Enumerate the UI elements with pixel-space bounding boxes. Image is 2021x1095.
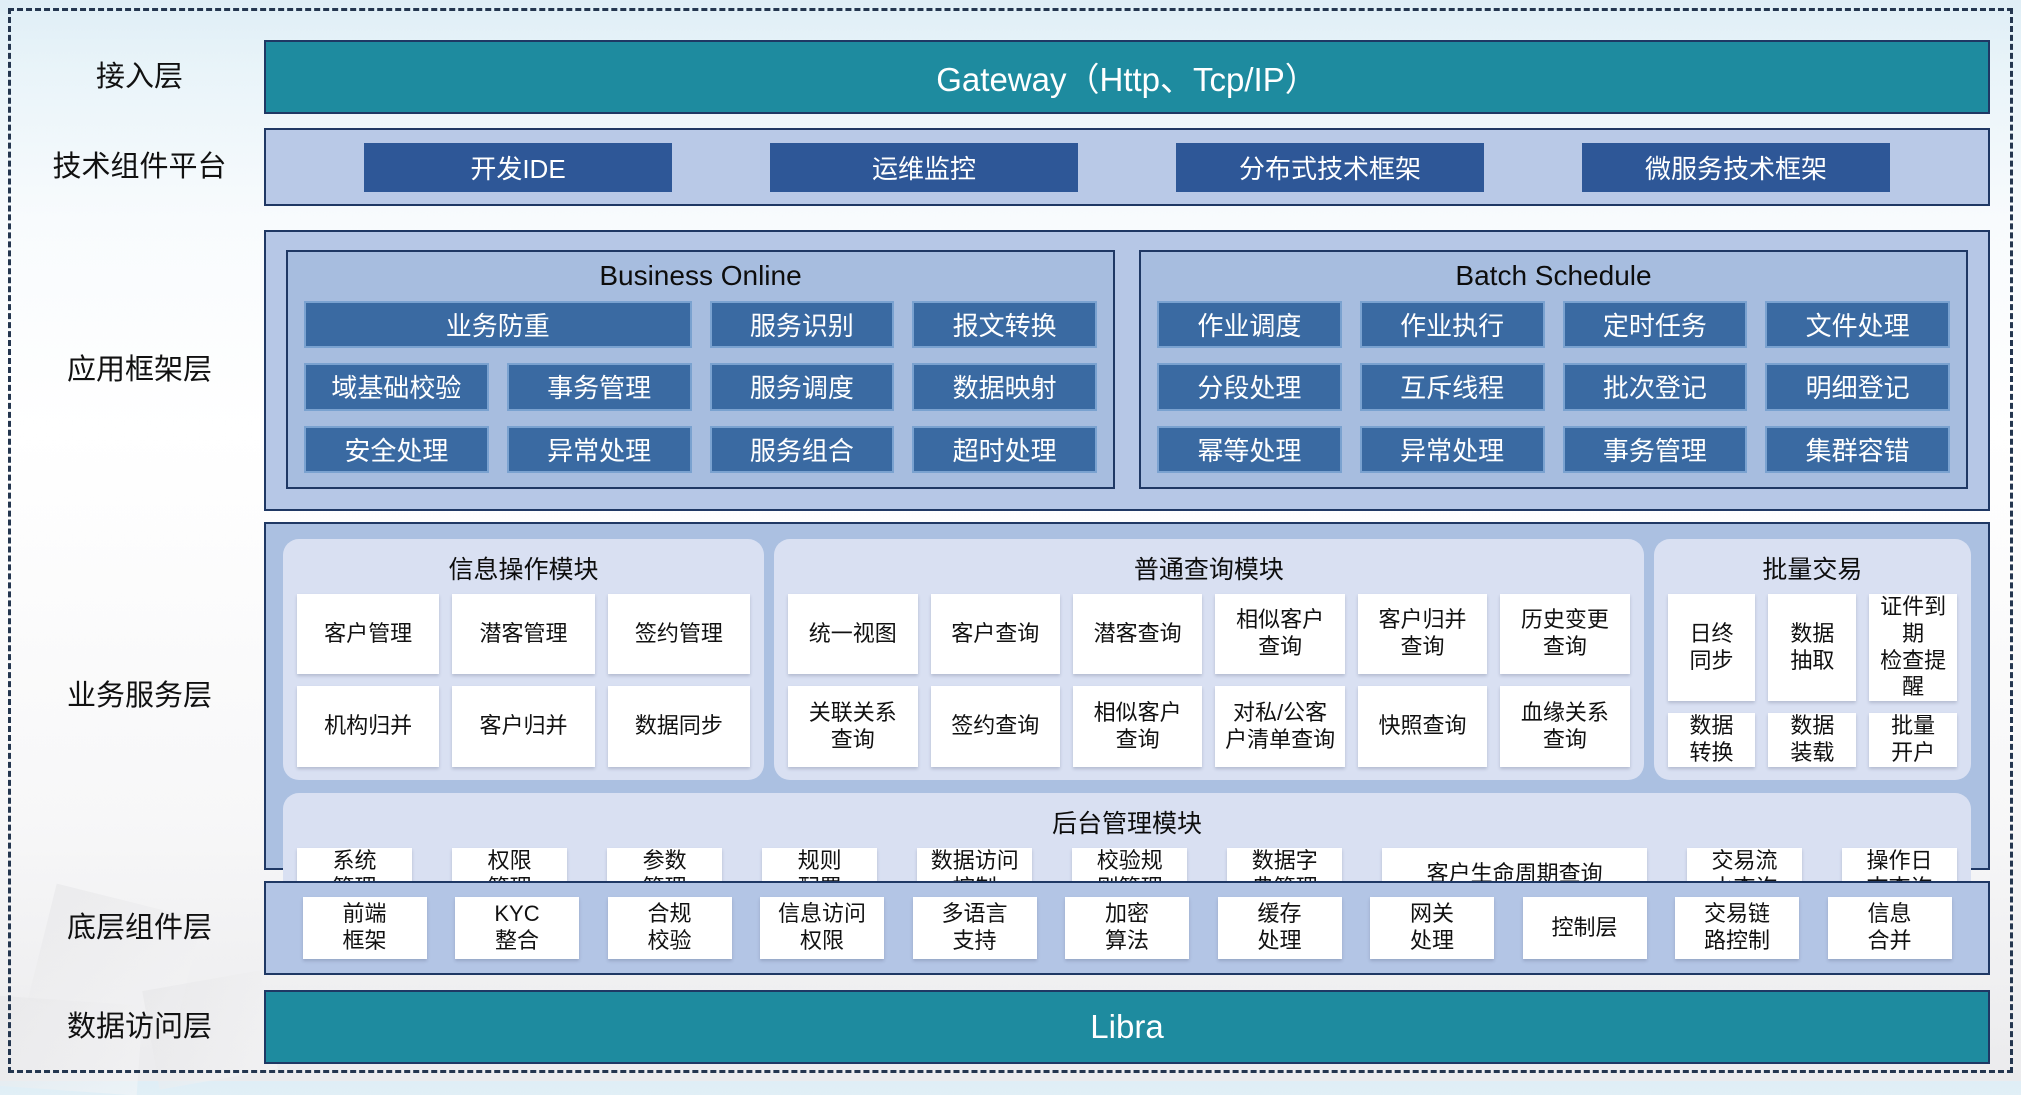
base-component-item: 信息 合并 [1827,897,1952,959]
query-module-item: 历史变更 查询 [1500,594,1630,675]
business-service-panels: 信息操作模块 客户管理 潜客管理 签约管理 机构归并 客户归并 数据同步 普通查… [283,539,1971,780]
info-operation-title: 信息操作模块 [448,556,599,584]
business-service-layer: 信息操作模块 客户管理 潜客管理 签约管理 机构归并 客户归并 数据同步 普通查… [264,522,1990,915]
tech-item-ops-monitor: 运维监控 [770,142,1078,192]
info-operation-item: 客户归并 [452,686,595,767]
query-module-title: 普通查询模块 [1133,556,1284,584]
base-component-item: 信息访问 权限 [760,897,884,959]
query-module-item: 血缘关系 查询 [1500,686,1630,767]
layer-label-business-service: 业务服务层 [66,680,212,712]
batch-schedule-box: Batch Schedule 作业调度 作业执行 定时任务 文件处理 分段处理 … [1139,250,1968,489]
gateway-bar: Gateway（Http、Tcp/IP） [264,40,1990,114]
base-component-item: KYC 整合 [455,897,579,959]
base-component-item: 网关 处理 [1370,897,1494,959]
business-online-item: 域基础校验 [304,363,489,411]
batch-schedule-item: 作业调度 [1157,301,1342,349]
layer-label-base-components: 底层组件层 [66,912,212,944]
batch-schedule-title: Batch Schedule [1455,260,1652,291]
query-module-item: 统一视图 [788,594,918,675]
info-operation-item: 数据同步 [607,686,751,767]
info-operation-item: 客户管理 [297,594,440,675]
admin-module-title: 后台管理模块 [1051,809,1202,838]
query-module-item: 对私/公客 户清单查询 [1215,686,1345,767]
layer-label-tech-platform: 技术组件平台 [52,151,227,183]
query-module-item: 快照查询 [1357,686,1488,767]
query-module-item: 相似客户 查询 [1215,594,1345,675]
business-online-title: Business Online [599,260,802,291]
base-component-item: 加密 算法 [1065,897,1189,959]
base-component-item: 缓存 处理 [1217,897,1342,959]
batch-schedule-item: 文件处理 [1765,301,1950,349]
batch-trade-item: 批量 开户 [1869,713,1957,767]
tech-item-distributed-framework: 分布式技术框架 [1176,142,1484,192]
app-framework-layer: Business Online 业务防重 服务识别 报文转换 域基础校验 事务管… [264,230,1990,511]
business-online-item: 安全处理 [304,425,489,473]
info-operation-item: 潜客管理 [452,594,595,675]
info-operation-module: 信息操作模块 客户管理 潜客管理 签约管理 机构归并 客户归并 数据同步 [283,539,765,780]
query-module-item: 签约查询 [930,686,1060,767]
batch-schedule-item: 分段处理 [1157,363,1342,411]
business-online-item: 服务调度 [709,363,895,411]
batch-trade-item: 数据 抽取 [1768,594,1857,702]
base-component-item: 合规 校验 [607,897,732,959]
query-module-item: 潜客查询 [1072,594,1203,675]
query-module-item: 客户查询 [930,594,1060,675]
info-operation-item: 签约管理 [607,594,751,675]
base-components-layer: 前端 框架 KYC 整合 合规 校验 信息访问 权限 多语言 支持 加密 算法 … [264,881,1990,975]
info-operation-grid: 客户管理 潜客管理 签约管理 机构归并 客户归并 数据同步 [297,594,751,767]
business-online-item: 事务管理 [506,363,692,411]
batch-trade-title: 批量交易 [1762,556,1863,584]
query-module-grid: 统一视图 客户查询 潜客查询 相似客户 查询 客户归并 查询 历史变更 查询 关… [788,594,1630,767]
batch-schedule-item: 定时任务 [1562,301,1748,349]
business-online-box: Business Online 业务防重 服务识别 报文转换 域基础校验 事务管… [286,250,1115,489]
base-component-item: 前端 框架 [302,897,427,959]
business-online-item: 报文转换 [912,301,1097,349]
info-operation-item: 机构归并 [297,686,440,767]
tech-item-dev-ide: 开发IDE [364,142,672,192]
query-module: 普通查询模块 统一视图 客户查询 潜客查询 相似客户 查询 客户归并 查询 历史… [774,539,1644,780]
layer-label-access: 接入层 [95,61,183,93]
libra-bar: Libra [264,990,1990,1064]
batch-schedule-item: 批次登记 [1562,363,1748,411]
batch-schedule-item: 作业执行 [1359,301,1545,349]
batch-schedule-item: 事务管理 [1562,425,1748,473]
base-component-item: 多语言 支持 [912,897,1037,959]
business-online-item: 服务识别 [709,301,895,349]
business-online-item: 服务组合 [709,425,895,473]
business-online-item: 异常处理 [506,425,692,473]
query-module-item: 客户归并 查询 [1357,594,1488,675]
base-component-item: 交易链 路控制 [1675,897,1799,959]
business-online-item: 超时处理 [912,425,1097,473]
business-online-item: 业务防重 [304,301,692,349]
batch-schedule-item: 集群容错 [1765,425,1950,473]
layer-label-data-access: 数据访问层 [66,1011,212,1043]
business-online-grid: 业务防重 服务识别 报文转换 域基础校验 事务管理 服务调度 数据映射 安全处理… [304,301,1097,473]
tech-platform-row: 开发IDE 运维监控 分布式技术框架 微服务技术框架 [264,128,1990,206]
batch-trade-module: 批量交易 日终 同步 数据 抽取 证件到期 检查提醒 数据 转换 数据 装载 批… [1653,539,1971,780]
batch-schedule-grid: 作业调度 作业执行 定时任务 文件处理 分段处理 互斥线程 批次登记 明细登记 … [1157,301,1950,473]
batch-schedule-item: 幂等处理 [1157,425,1342,473]
layer-label-app-framework: 应用框架层 [66,354,212,386]
base-component-item: 控制层 [1522,897,1647,959]
business-online-item: 数据映射 [912,363,1097,411]
query-module-item: 相似客户 查询 [1072,686,1203,767]
batch-trade-grid: 日终 同步 数据 抽取 证件到期 检查提醒 数据 转换 数据 装载 批量 开户 [1667,594,1957,767]
tech-item-microservice-framework: 微服务技术框架 [1582,142,1890,192]
batch-schedule-item: 明细登记 [1765,363,1950,411]
batch-trade-item: 证件到期 检查提醒 [1869,594,1957,702]
query-module-item: 关联关系 查询 [788,686,918,767]
batch-schedule-item: 互斥线程 [1359,363,1545,411]
batch-trade-item: 日终 同步 [1667,594,1756,702]
batch-trade-item: 数据 转换 [1667,713,1756,767]
batch-schedule-item: 异常处理 [1359,425,1545,473]
batch-trade-item: 数据 装载 [1768,713,1857,767]
